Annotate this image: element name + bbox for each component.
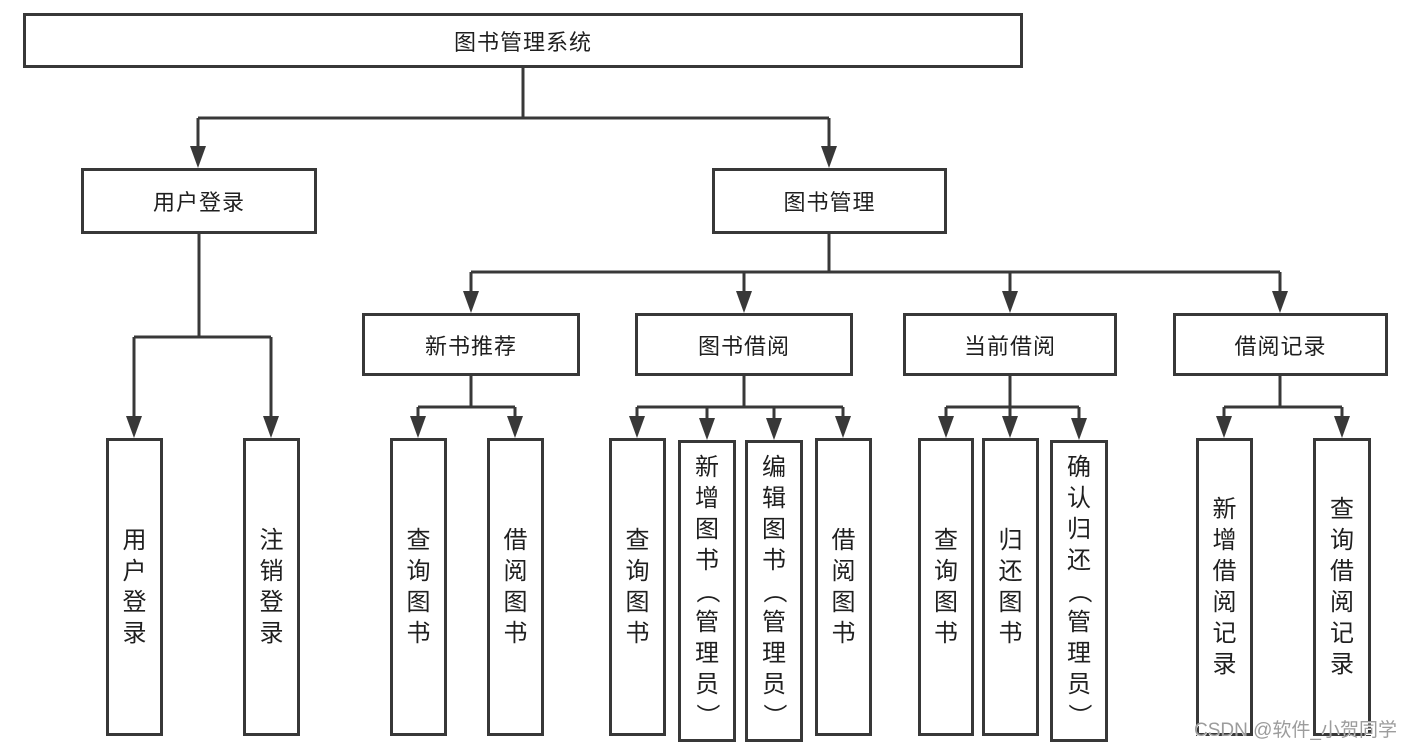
node-book-borrow: 图书借阅 bbox=[635, 313, 853, 376]
node-current-borrow: 当前借阅 bbox=[903, 313, 1117, 376]
node-borrow-records: 借阅记录 bbox=[1173, 313, 1388, 376]
leaf-query-books-2: 查询图书 bbox=[609, 438, 666, 736]
node-current-borrow-label: 当前借阅 bbox=[963, 333, 1056, 359]
leaf-borrow-books-2: 借阅图书 bbox=[815, 438, 872, 736]
leaf-edit-books-admin: 编辑图书（管理员） bbox=[745, 440, 803, 742]
node-user-login: 用户登录 bbox=[81, 168, 317, 234]
leaf-query-books-1: 查询图书 bbox=[390, 438, 447, 736]
leaf-user-login-label: 用户登录 bbox=[122, 527, 147, 647]
leaf-edit-books-admin-label: 编辑图书（管理员） bbox=[760, 453, 788, 728]
leaf-return-books-label: 归还图书 bbox=[998, 527, 1023, 647]
node-book-management: 图书管理 bbox=[712, 168, 947, 234]
leaf-add-borrow-record: 新增借阅记录 bbox=[1196, 438, 1253, 736]
leaf-query-borrow-record-label: 查询借阅记录 bbox=[1330, 496, 1354, 678]
leaf-add-books-admin: 新增图书（管理员） bbox=[678, 440, 736, 742]
leaf-query-books-3-label: 查询图书 bbox=[934, 527, 958, 647]
node-root: 图书管理系统 bbox=[23, 13, 1023, 68]
leaf-query-books-3: 查询图书 bbox=[918, 438, 974, 736]
leaf-confirm-return-admin-label: 确认归还（管理员） bbox=[1065, 453, 1093, 728]
leaf-borrow-books-1: 借阅图书 bbox=[487, 438, 544, 736]
node-user-login-label: 用户登录 bbox=[152, 190, 245, 215]
node-borrow-records-label: 借阅记录 bbox=[1234, 333, 1327, 359]
leaf-user-login: 用户登录 bbox=[106, 438, 163, 736]
leaf-query-books-1-label: 查询图书 bbox=[406, 527, 431, 647]
leaf-borrow-books-2-label: 借阅图书 bbox=[831, 527, 856, 647]
node-new-book-recommend: 新书推荐 bbox=[362, 313, 580, 376]
node-root-label: 图书管理系统 bbox=[453, 29, 592, 55]
leaf-return-books: 归还图书 bbox=[982, 438, 1039, 736]
leaf-add-borrow-record-label: 新增借阅记录 bbox=[1212, 496, 1237, 678]
leaf-logout-login-label: 注销登录 bbox=[259, 527, 284, 647]
leaf-add-books-admin-label: 新增图书（管理员） bbox=[693, 453, 721, 728]
node-book-management-label: 图书管理 bbox=[783, 190, 876, 215]
leaf-query-borrow-record: 查询借阅记录 bbox=[1313, 438, 1371, 736]
leaf-query-books-2-label: 查询图书 bbox=[625, 527, 650, 647]
leaf-logout-login: 注销登录 bbox=[243, 438, 300, 736]
watermark: CSDN @软件_小贺同学 bbox=[1194, 720, 1397, 741]
leaf-borrow-books-1-label: 借阅图书 bbox=[503, 527, 528, 647]
arrowheads bbox=[126, 146, 1350, 440]
leaf-confirm-return-admin: 确认归还（管理员） bbox=[1050, 440, 1108, 742]
node-new-book-recommend-label: 新书推荐 bbox=[424, 333, 517, 359]
node-book-borrow-label: 图书借阅 bbox=[697, 333, 790, 359]
